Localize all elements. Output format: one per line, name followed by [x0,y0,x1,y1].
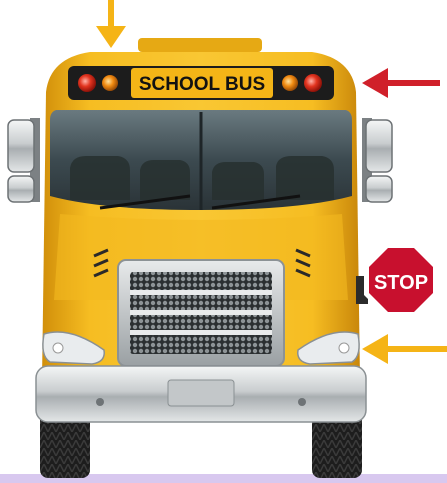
right-headlight-lens [339,343,349,353]
right-bumper-bolt [298,398,306,406]
left-bumper-bolt [96,398,104,406]
arrow-left-icon [362,334,447,364]
license-plate-holder [168,380,234,406]
arrow-down-icon [96,0,126,48]
right-amber-lamp [282,75,298,91]
left-red-lamp [78,74,96,92]
left-amber-lamp [102,75,118,91]
right-red-lamp [304,74,322,92]
left-headlight-lens [53,343,63,353]
left-mirror [8,118,40,202]
school-bus-sign-text: SCHOOL BUS [139,74,265,95]
roof-cap [138,38,262,52]
grille-bar-low [130,330,272,335]
arrow-left-icon [362,68,440,98]
stop-sign-text: STOP [374,272,428,294]
grille-bar-top [130,290,272,295]
right-mirror [362,118,392,202]
grille-bar-mid [130,310,272,315]
